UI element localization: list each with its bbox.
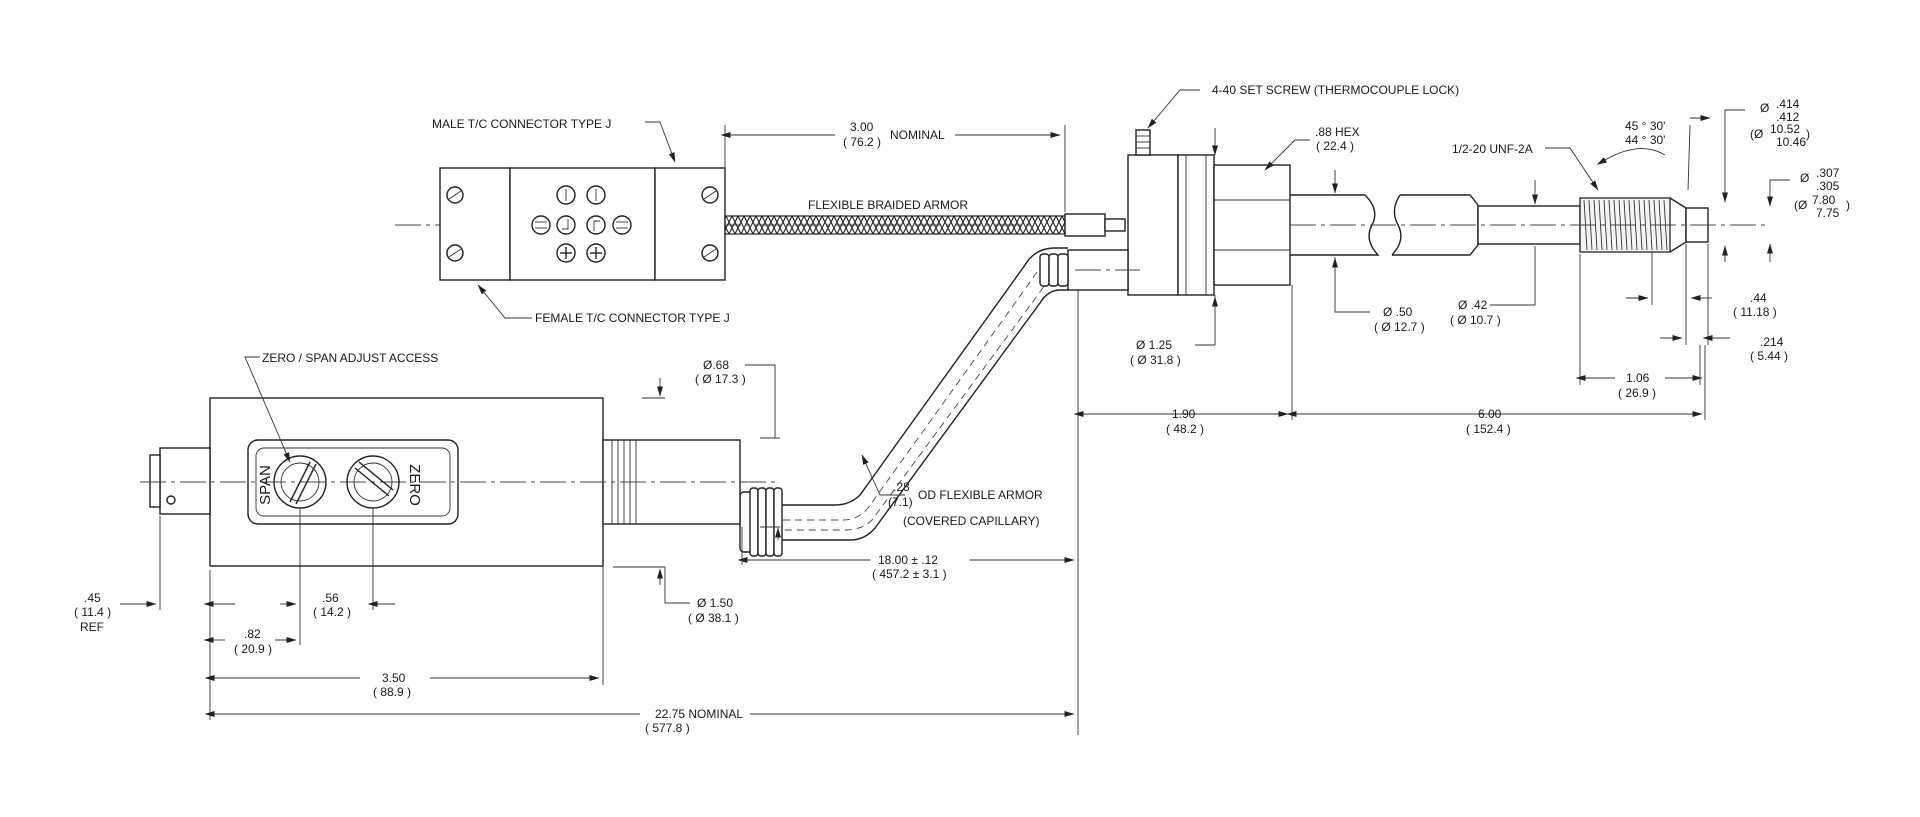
connector-screws: [446, 186, 719, 262]
dim-ref: REF: [80, 620, 104, 634]
dim-d068: Ø.68: [703, 358, 729, 372]
set-screw: [1135, 129, 1151, 156]
hex-label: .88 HEX: [1315, 125, 1360, 139]
flexible-braided-armor: [724, 215, 1066, 235]
dim-l2275-mm: ( 577.8 ): [645, 721, 690, 735]
armor-ferrule-upper: [1039, 249, 1140, 291]
armor-ferrule: [1064, 213, 1106, 237]
zero-span-label: ZERO / SPAN ADJUST ACCESS: [262, 351, 438, 365]
braided-armor-label: FLEXIBLE BRAIDED ARMOR: [808, 198, 968, 212]
fitting-flange: [1127, 154, 1179, 296]
dim-d042: Ø .42: [1458, 298, 1488, 312]
dim-d780: 7.80: [1812, 193, 1836, 207]
dim-l350: 3.50: [382, 671, 406, 685]
female-connector-label: FEMALE T/C CONNECTOR TYPE J: [535, 311, 730, 325]
dim-l044: .44: [1750, 291, 1767, 305]
thread-line: [1598, 199, 1603, 251]
connector-pin-symbols: [531, 185, 632, 263]
adjust-access-panel: [247, 439, 459, 525]
dim-d042-mm: ( Ø 10.7 ): [1450, 313, 1501, 327]
female-connector-right-plate: [654, 167, 726, 281]
dim-l2275: 22.75 NOMINAL: [655, 707, 743, 721]
dim-d125: Ø 1.25: [1136, 338, 1172, 352]
thread-line: [1643, 199, 1648, 251]
dim-d412: .412: [1776, 110, 1800, 124]
dim-l1800: 18.00 ± .12: [878, 553, 938, 567]
dim-d068-mm: ( Ø 17.3 ): [695, 372, 746, 386]
dim-l045-mm: ( 11.4 ): [74, 605, 111, 619]
probe-fitting: [1127, 129, 1770, 296]
dim-l106-mm: ( 26.9 ): [1618, 386, 1656, 400]
dimension-lines: [120, 89, 1790, 735]
tc-connector-assembly: [395, 167, 1126, 281]
dim-300: 3.00: [850, 120, 874, 134]
fitting-collar: [1177, 154, 1215, 296]
stem-break: [1391, 194, 1402, 256]
set-screw-label: 4-40 SET SCREW (THERMOCOUPLE LOCK): [1212, 83, 1459, 97]
dim-d414: .414: [1776, 97, 1800, 111]
armor-upper-edge: [780, 247, 1068, 506]
capillary-armor: [739, 247, 1140, 557]
dim-l056-mm: ( 14.2 ): [313, 605, 351, 619]
dim-d414-paren-close: ): [1806, 127, 1810, 141]
thread-line: [1638, 199, 1643, 251]
thread-label: 1/2-20 UNF-2A: [1452, 142, 1533, 156]
male-connector-left-plate: [439, 167, 511, 281]
armor-ferrule-tip: [1104, 218, 1126, 232]
dim-d150: Ø 1.50: [697, 596, 733, 610]
dim-l350-mm: ( 88.9 ): [373, 685, 411, 699]
dim-d307-paren: (Ø: [1794, 198, 1807, 212]
dim-l190: 1.90: [1172, 407, 1196, 421]
armor-ferrule-lower: [739, 487, 783, 557]
dim-l106: 1.06: [1626, 371, 1650, 385]
capillary-label: (COVERED CAPILLARY): [903, 514, 1039, 528]
armor-lower-edge: [780, 289, 1068, 541]
hex-nut: [1213, 164, 1291, 286]
dim-nominal: NOMINAL: [890, 128, 945, 142]
dim-l214-mm: ( 5.44 ): [1750, 349, 1788, 363]
dim-l082: .82: [244, 627, 261, 641]
dim-d050: Ø .50: [1383, 305, 1413, 319]
dim-d125-mm: ( Ø 31.8 ): [1130, 353, 1181, 367]
dim-angle-lo: 44 ° 30': [1625, 133, 1665, 147]
dim-l600-mm: ( 152.4 ): [1466, 422, 1511, 436]
dim-d1046: 10.46: [1776, 135, 1806, 149]
dim-d307: .307: [1816, 166, 1840, 180]
dim-d050-mm: ( Ø 12.7 ): [1374, 320, 1425, 334]
dim-angle-hi: 45 ° 30': [1625, 119, 1665, 133]
transmitter-housing: SPAN ZERO: [140, 397, 780, 567]
dim-d307-symbol: Ø: [1800, 171, 1809, 185]
drawing-labels: MALE T/C CONNECTOR TYPE J FEMALE T/C CON…: [74, 83, 1850, 735]
dim-l190-mm: ( 48.2 ): [1166, 422, 1204, 436]
dim-d775: 7.75: [1816, 206, 1840, 220]
dim-d305: .305: [1816, 179, 1840, 193]
dim-d307-paren-close: ): [1846, 198, 1850, 212]
thread-line: [1603, 199, 1608, 251]
zero-label: ZERO: [406, 464, 423, 506]
dim-d028: .28: [893, 480, 910, 494]
dim-l045: .45: [84, 591, 101, 605]
dim-l1800-mm: ( 457.2 ± 3.1 ): [872, 567, 947, 581]
dim-l600: 6.00: [1478, 407, 1502, 421]
dim-l082-mm: ( 20.9 ): [234, 642, 272, 656]
dim-d028-mm: (7.1): [888, 495, 913, 509]
dim-d414-paren: (Ø: [1750, 127, 1763, 141]
dim-l056: .56: [322, 591, 339, 605]
dim-l044-mm: ( 11.18 ): [1733, 305, 1777, 319]
dim-d414-symbol: Ø: [1760, 101, 1769, 115]
hex-mm-label: ( 22.4 ): [1316, 139, 1354, 153]
span-label: SPAN: [257, 465, 274, 505]
dim-l214: .214: [1760, 335, 1784, 349]
dim-d1052: 10.52: [1770, 122, 1800, 136]
male-connector-label: MALE T/C CONNECTOR TYPE J: [432, 117, 611, 131]
armor-od-label: OD FLEXIBLE ARMOR: [918, 488, 1043, 502]
bnc-connector: [159, 447, 211, 515]
dim-d150-mm: ( Ø 38.1 ): [688, 611, 739, 625]
dim-300-mm: ( 76.2 ): [843, 135, 881, 149]
